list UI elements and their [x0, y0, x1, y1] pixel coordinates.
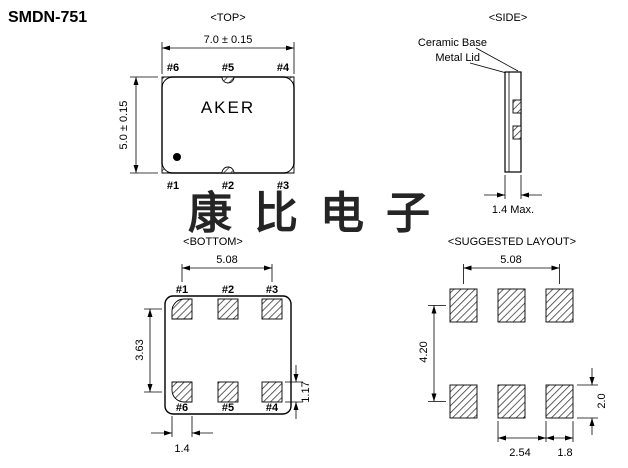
- bottom-pad-2: [217, 298, 239, 320]
- pin-label: #3: [266, 284, 278, 296]
- bottom-pad-width-dim-text: 1.4: [174, 443, 189, 455]
- bottom-pad-height-dimension: 1.17: [285, 365, 312, 419]
- layout-pad: [545, 384, 574, 419]
- pin-label: #2: [222, 284, 234, 296]
- top-height-dim-text: 5.0 ± 0.15: [118, 101, 130, 150]
- side-view-label: <SIDE>: [489, 12, 528, 24]
- pin-label: #5: [222, 62, 234, 74]
- bottom-pad-5: [217, 381, 239, 403]
- layout-pad-height-dim-text: 2.0: [596, 393, 608, 408]
- pin-label: #2: [222, 180, 234, 192]
- layout-width-dim-text: 5.08: [500, 254, 521, 266]
- layout-pad: [497, 288, 526, 323]
- layout-pad-width-dimension: 1.8: [546, 421, 574, 459]
- ceramic-base-callout: Ceramic Base: [418, 37, 487, 49]
- top-view: <TOP> 7.0 ± 0.15 5.0 ± 0.15 #6 #5 #4 AKE…: [118, 12, 295, 192]
- side-castellation-pad: [512, 99, 522, 114]
- side-view: <SIDE> Ceramic Base Metal Lid 1.4 Max.: [418, 12, 542, 216]
- pin-label: #1: [176, 284, 188, 296]
- bottom-pad-height-dim-text: 1.17: [300, 381, 312, 402]
- bottom-width-dimension: 5.08: [181, 254, 273, 282]
- layout-height-dim-text: 4.20: [418, 341, 430, 362]
- part-number-title: SMDN-751: [8, 9, 87, 26]
- callout-leader-line: [475, 47, 519, 72]
- pin-label: #4: [266, 402, 279, 414]
- package-body-bottom-view: [164, 295, 292, 415]
- layout-pitch-dim-text: 2.54: [509, 447, 530, 459]
- watermark-text: 康比电子: [188, 189, 452, 238]
- pin-label: #6: [176, 402, 188, 414]
- pin-label: #6: [167, 62, 179, 74]
- bottom-pad-3: [261, 298, 283, 320]
- layout-height-dimension: 4.20: [418, 305, 446, 402]
- top-view-label: <TOP>: [210, 12, 245, 24]
- top-width-dim-text: 7.0 ± 0.15: [204, 34, 253, 46]
- layout-width-dimension: 5.08: [463, 254, 560, 284]
- castellation-notch: [282, 161, 295, 174]
- package-body-side-view: [504, 71, 522, 173]
- bottom-pad-6: [171, 381, 193, 403]
- pin-label: #5: [222, 402, 234, 414]
- bottom-view: <BOTTOM> 5.08 #1 #2 #3 #6 #5 #4 3.6: [134, 236, 312, 455]
- callout-leader-line: [469, 62, 511, 75]
- bottom-pad-1: [171, 298, 193, 320]
- layout-pad: [449, 384, 478, 419]
- layout-pad-height-dimension: 2.0: [577, 368, 608, 435]
- layout-pad-width-dim-text: 1.8: [557, 447, 572, 459]
- bottom-pad-4: [261, 381, 283, 403]
- metal-lid-callout: Metal Lid: [435, 52, 480, 64]
- layout-pitch-dimension: 2.54: [497, 421, 547, 459]
- bottom-pad-width-dimension: 1.4: [151, 416, 213, 455]
- package-body-top-view: [161, 76, 295, 174]
- castellation-notch: [161, 161, 174, 174]
- bottom-view-label: <BOTTOM>: [183, 236, 243, 248]
- castellation-notch: [161, 76, 174, 89]
- layout-pad: [497, 384, 526, 419]
- bottom-height-dimension: 3.63: [134, 308, 162, 393]
- side-thickness-dim-text: 1.4 Max.: [492, 204, 534, 216]
- pin-label: #4: [277, 62, 290, 74]
- bottom-width-dim-text: 5.08: [216, 254, 237, 266]
- top-width-dimension: 7.0 ± 0.15: [161, 34, 295, 74]
- pin-label: #3: [277, 180, 289, 192]
- pin-label: #1: [167, 180, 179, 192]
- side-thickness-dimension: 1.4 Max.: [484, 175, 542, 216]
- castellation-notch: [282, 76, 295, 89]
- castellation-notch: [221, 166, 235, 174]
- suggested-layout-view: <SUGGESTED LAYOUT> 5.08 4.20 2.0: [418, 236, 608, 459]
- layout-pad: [545, 288, 574, 323]
- bottom-height-dim-text: 3.63: [134, 339, 146, 360]
- pin1-index-dot: [173, 153, 181, 161]
- brand-marking: AKER: [201, 98, 255, 117]
- layout-view-label: <SUGGESTED LAYOUT>: [448, 236, 576, 248]
- top-height-dimension: 5.0 ± 0.15: [118, 76, 158, 174]
- side-castellation-pad: [512, 125, 522, 140]
- layout-pad: [449, 288, 478, 323]
- castellation-notch: [221, 76, 235, 84]
